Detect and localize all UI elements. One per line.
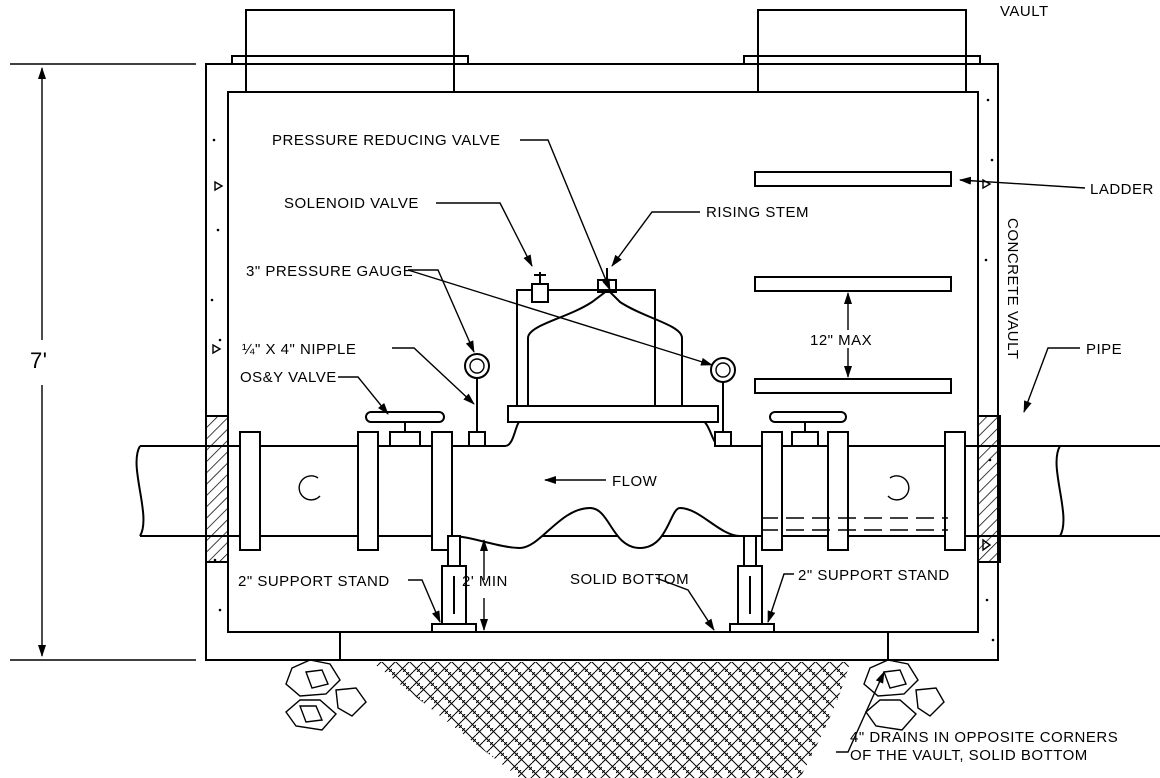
- support-stand-right: [729, 535, 775, 633]
- label-flow: FLOW: [612, 473, 658, 490]
- label-osy-valve: OS&Y VALVE: [240, 369, 337, 386]
- label-nipple: ¼" X 4" NIPPLE: [242, 341, 356, 358]
- pressure-gauge-left: [464, 353, 490, 447]
- pressure-reducing-valve: [451, 268, 763, 550]
- label-concrete-vault: CONCRETE VAULT: [1004, 218, 1021, 359]
- pressure-gauge-right: [710, 357, 736, 447]
- solenoid-valve: [531, 272, 549, 303]
- label-drains-line2: OF THE VAULT, SOLID BOTTOM: [850, 747, 1088, 764]
- compacted-soil: [372, 662, 850, 778]
- gravel-drain-left: [285, 659, 367, 731]
- label-ladder: LADDER: [1090, 181, 1154, 198]
- label-height: 7': [30, 348, 47, 373]
- labels: VAULT PRESSURE REDUCING VALVE LADDER SOL…: [30, 3, 1154, 764]
- concrete-speckles: [210, 98, 995, 642]
- label-solenoid-valve: SOLENOID VALVE: [284, 195, 419, 212]
- label-min-clearance: 2' MIN: [462, 573, 508, 590]
- label-rising-stem: RISING STEM: [706, 204, 809, 221]
- osy-valve-right: [760, 411, 948, 551]
- support-stand-left: [431, 535, 477, 633]
- label-ladder-spacing: 12" MAX: [810, 332, 872, 349]
- label-support-stand-right: 2" SUPPORT STAND: [798, 567, 950, 584]
- label-vault-top: VAULT: [1000, 3, 1049, 20]
- label-support-stand-left: 2" SUPPORT STAND: [238, 573, 390, 590]
- label-drains-line1: 4" DRAINS IN OPPOSITE CORNERS: [850, 729, 1118, 746]
- solid-bottom-slab: [339, 631, 889, 661]
- label-pressure-reducing-valve: PRESSURE REDUCING VALVE: [272, 132, 501, 149]
- ladder: [754, 171, 952, 394]
- label-pressure-gauge: 3" PRESSURE GAUGE: [246, 263, 413, 280]
- leader-lines: [338, 139, 1086, 753]
- height-dimension: [10, 63, 196, 661]
- gravel-drain-right: [863, 659, 945, 731]
- osy-valve-left: [357, 411, 453, 551]
- label-solid-bottom: SOLID BOTTOM: [570, 571, 689, 588]
- label-pipe: PIPE: [1086, 341, 1122, 358]
